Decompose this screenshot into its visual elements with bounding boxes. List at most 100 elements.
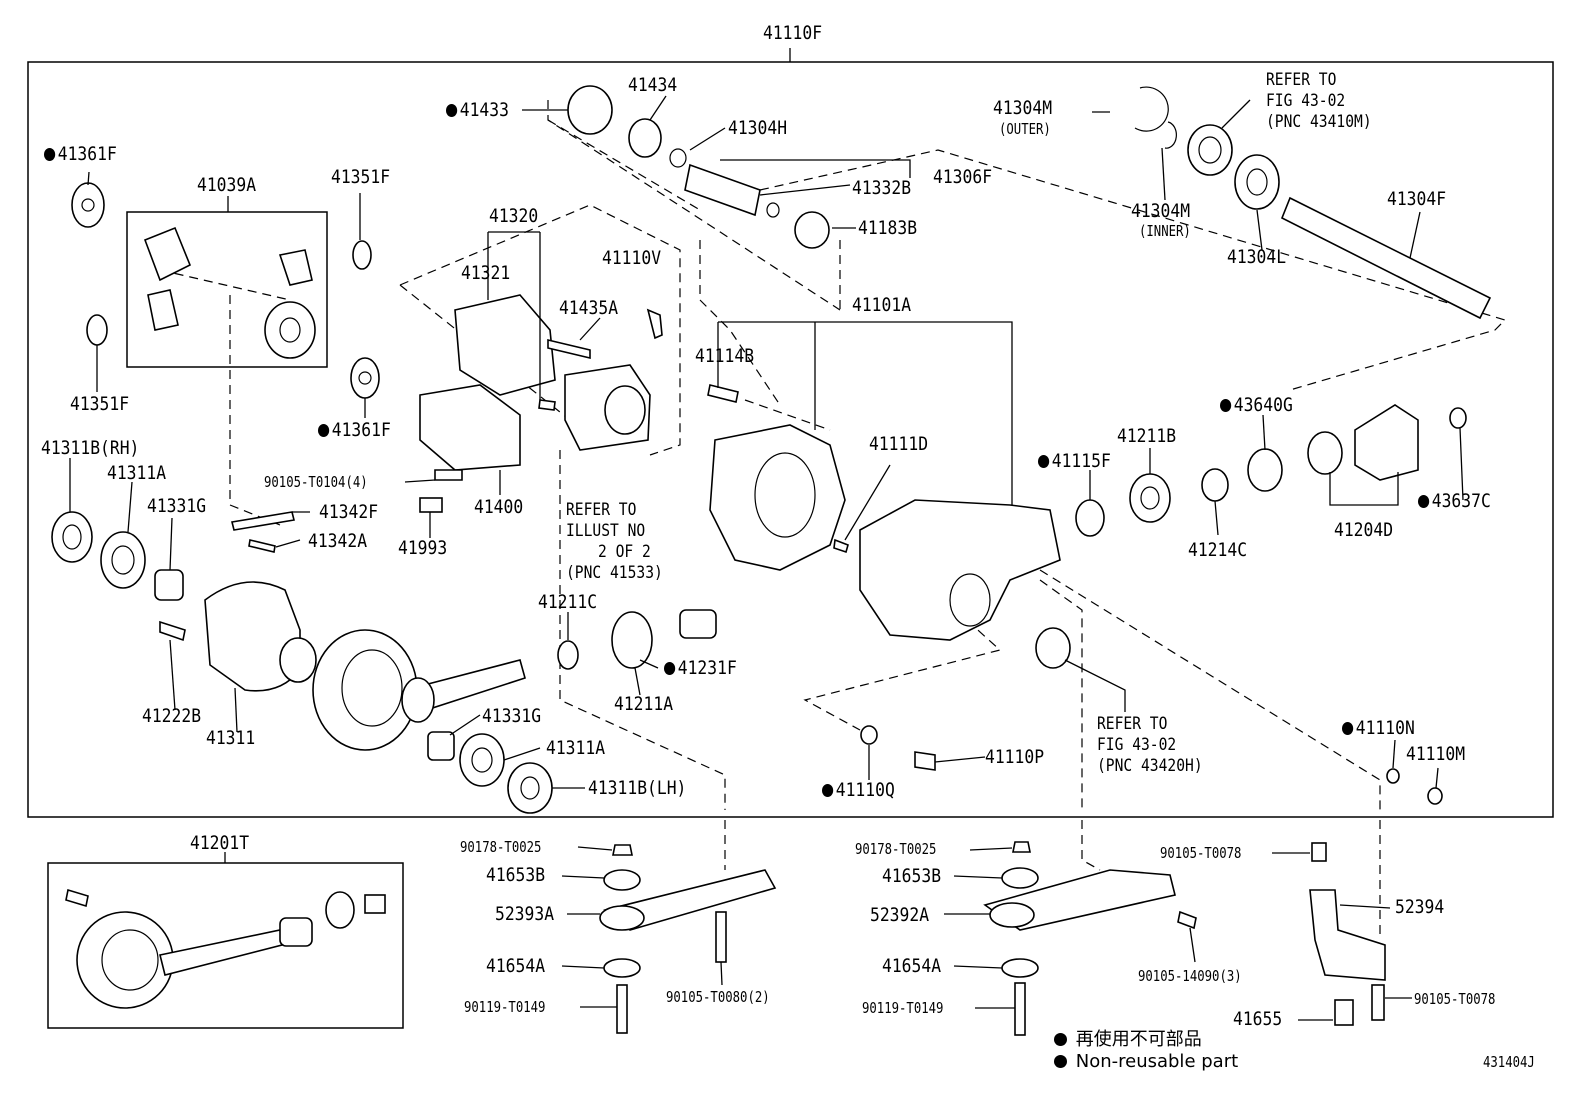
part-label-41653B: 41653B bbox=[486, 864, 546, 886]
part-label-41231F: 41231F bbox=[664, 657, 737, 679]
non-reusable-dot-icon bbox=[822, 784, 834, 797]
part-label-90119-T0149: 90119-T0149 bbox=[464, 998, 546, 1016]
part-label-41311B-rh: 41311B(RH) bbox=[41, 437, 140, 459]
non-reusable-dot-icon bbox=[1038, 455, 1050, 468]
part-label-41304L: 41304L bbox=[1227, 246, 1287, 268]
pins bbox=[231, 497, 443, 553]
refer-note-43420H: (PNC 43420H) bbox=[1097, 756, 1203, 776]
part-label-41110Q: 41110Q bbox=[822, 779, 895, 801]
non-reusable-dot-icon bbox=[1342, 722, 1354, 735]
lower-mounts bbox=[599, 841, 1386, 1036]
part-label-41214C: 41214C bbox=[1188, 539, 1248, 561]
part-label-52392A: 52392A bbox=[870, 904, 930, 926]
part-label-41320: 41320 bbox=[489, 205, 539, 227]
differential-gears bbox=[143, 226, 316, 359]
part-label-41311: 41311 bbox=[206, 727, 256, 749]
legend-en: Non-reusable part bbox=[1054, 1051, 1238, 1073]
part-label-41201T: 41201T bbox=[190, 832, 250, 854]
part-label-41110F: 41110F bbox=[763, 22, 823, 44]
refer-note-43410M: (PNC 43410M) bbox=[1266, 112, 1372, 132]
part-label-41110V: 41110V bbox=[602, 247, 662, 269]
part-label-41331G: 41331G bbox=[147, 495, 207, 517]
part-label-41655: 41655 bbox=[1233, 1008, 1283, 1030]
part-label-41183B: 41183B bbox=[858, 217, 918, 239]
legend-jp: 再使用不可部品 bbox=[1054, 1029, 1202, 1051]
part-label-41111D: 41111D bbox=[869, 433, 929, 455]
part-label-41311A: 41311A bbox=[107, 462, 167, 484]
refer-note-43410M: FIG 43-02 bbox=[1266, 91, 1346, 111]
part-label-43637C: 43637C bbox=[1418, 490, 1491, 512]
ring-gear-and-pinion bbox=[312, 629, 553, 814]
axle-shaft-group bbox=[1134, 86, 1492, 320]
non-reusable-dot-icon bbox=[1054, 1055, 1067, 1068]
part-label-41321: 41321 bbox=[461, 262, 511, 284]
refer-note-41533: REFER TO bbox=[566, 500, 637, 520]
ring-pinion-set-drawing bbox=[65, 888, 386, 1009]
non-reusable-dot-icon bbox=[446, 104, 458, 117]
non-reusable-dot-icon bbox=[1418, 495, 1430, 508]
refer-note-43420H: FIG 43-02 bbox=[1097, 735, 1177, 755]
part-label-90105-T0078: 90105-T0078 bbox=[1414, 990, 1496, 1008]
part-label-41351F: 41351F bbox=[331, 166, 391, 188]
outer-note: (OUTER) bbox=[999, 120, 1051, 138]
part-label-41435A: 41435A bbox=[559, 297, 619, 319]
part-label-90119-T0149: 90119-T0149 bbox=[862, 999, 944, 1017]
part-label-52393A: 52393A bbox=[495, 903, 555, 925]
part-label-90105-T0080: 90105-T0080(2) bbox=[666, 988, 770, 1006]
pinion-set-box bbox=[126, 211, 328, 368]
part-label-41400: 41400 bbox=[474, 496, 524, 518]
non-reusable-dot-icon bbox=[664, 662, 676, 675]
inner-note: (INNER) bbox=[1139, 222, 1191, 240]
part-label-41433: 41433 bbox=[446, 99, 509, 121]
part-label-41653B: 41653B bbox=[882, 865, 942, 887]
part-label-41211A: 41211A bbox=[614, 693, 674, 715]
part-label-90178-T0025: 90178-T0025 bbox=[855, 840, 937, 858]
carrier-housing bbox=[707, 384, 1061, 641]
refer-note-43420H: REFER TO bbox=[1097, 714, 1168, 734]
part-label-41304M-outer: 41304M bbox=[993, 97, 1053, 119]
figure-code: 431404J bbox=[1483, 1053, 1535, 1071]
part-label-43640G: 43640G bbox=[1220, 394, 1293, 416]
non-reusable-dot-icon bbox=[1054, 1033, 1067, 1046]
part-label-41361F: 41361F bbox=[318, 419, 391, 441]
part-label-41101A: 41101A bbox=[852, 294, 912, 316]
part-label-90178-T0025: 90178-T0025 bbox=[460, 838, 542, 856]
refer-note-41533: (PNC 41533) bbox=[566, 563, 663, 583]
part-label-41331G: 41331G bbox=[482, 705, 542, 727]
non-reusable-dot-icon bbox=[1220, 399, 1232, 412]
part-label-41304M-inner: 41304M bbox=[1131, 200, 1191, 222]
part-label-90105-T0078: 90105-T0078 bbox=[1160, 844, 1242, 862]
part-label-41434: 41434 bbox=[628, 74, 678, 96]
refer-note-41533: 2 OF 2 bbox=[598, 542, 651, 562]
refer-note-43410M: REFER TO bbox=[1266, 70, 1337, 90]
left-washers bbox=[51, 182, 380, 601]
part-label-41039A: 41039A bbox=[197, 174, 257, 196]
part-label-41222B: 41222B bbox=[142, 705, 202, 727]
part-label-41993: 41993 bbox=[398, 537, 448, 559]
part-label-41211B: 41211B bbox=[1117, 425, 1177, 447]
part-label-41332B: 41332B bbox=[852, 177, 912, 199]
part-label-41654A: 41654A bbox=[486, 955, 546, 977]
part-label-41311B-lh: 41311B(LH) bbox=[588, 777, 687, 799]
part-label-90105-14090: 90105-14090(3) bbox=[1138, 967, 1242, 985]
part-label-41110M: 41110M bbox=[1406, 743, 1466, 765]
part-label-41361F: 41361F bbox=[44, 143, 117, 165]
part-label-41342A: 41342A bbox=[308, 530, 368, 552]
part-label-41110N: 41110N bbox=[1342, 717, 1415, 739]
non-reusable-dot-icon bbox=[44, 148, 56, 161]
part-label-90105-T0104: 90105-T0104(4) bbox=[264, 473, 368, 491]
non-reusable-dot-icon bbox=[318, 424, 330, 437]
part-label-41654A: 41654A bbox=[882, 955, 942, 977]
refer-note-41533: ILLUST NO bbox=[566, 521, 646, 541]
part-label-41204D: 41204D bbox=[1334, 519, 1394, 541]
leader-lines bbox=[69, 95, 1464, 1021]
part-label-41211C: 41211C bbox=[538, 591, 598, 613]
part-label-41304H: 41304H bbox=[728, 117, 788, 139]
part-label-52394: 52394 bbox=[1395, 896, 1445, 918]
part-label-41304F: 41304F bbox=[1387, 188, 1447, 210]
part-label-41114B: 41114B bbox=[695, 345, 755, 367]
part-label-41342F: 41342F bbox=[319, 501, 379, 523]
input-shaft-group bbox=[567, 85, 830, 249]
differential-lock-actuator bbox=[419, 294, 663, 481]
